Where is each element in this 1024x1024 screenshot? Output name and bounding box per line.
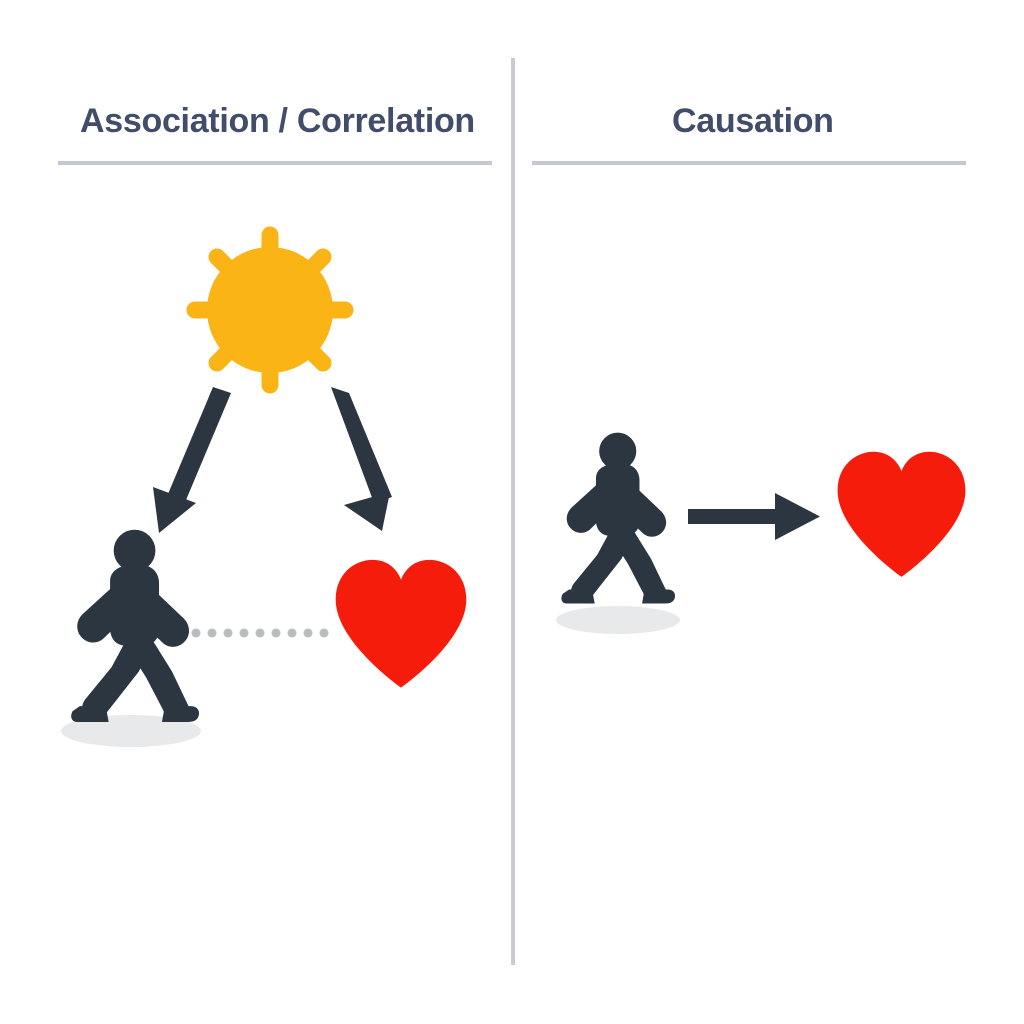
panel-causation — [556, 432, 966, 634]
sun-disc — [207, 247, 333, 373]
sun-to-person-arrow-icon — [153, 387, 231, 533]
heart-icon — [837, 451, 966, 577]
heart-icon — [335, 559, 467, 688]
sun-to-heart-arrow-icon — [331, 387, 392, 531]
walking-person-icon — [71, 529, 200, 722]
person-to-heart-arrow-icon — [688, 493, 820, 540]
sun-icon — [186, 226, 354, 394]
walking-person-icon — [561, 432, 676, 604]
ground-shadow-icon — [556, 606, 680, 634]
dotted-line-icon — [191, 628, 329, 638]
panel-association — [61, 226, 467, 747]
sun-rays — [186, 226, 354, 394]
panel-title-association: Association / Correlation — [80, 102, 475, 140]
panel-title-causation: Causation — [672, 102, 834, 140]
ground-shadow-icon — [61, 715, 201, 747]
